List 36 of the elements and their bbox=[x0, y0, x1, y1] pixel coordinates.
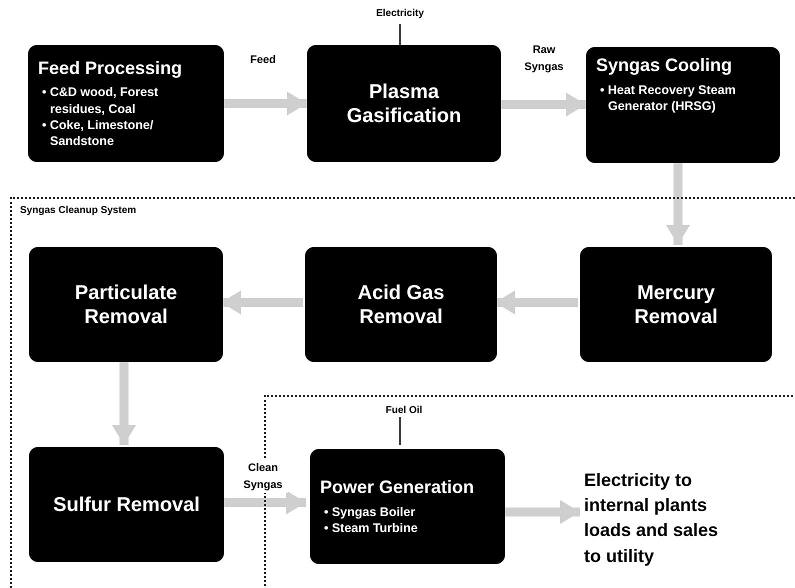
bullet-item: • C&D wood, Forest residues, Coal bbox=[41, 84, 160, 117]
flow-label: Electricity bbox=[370, 8, 430, 24]
process-box bbox=[307, 45, 501, 162]
process-box bbox=[28, 45, 224, 162]
connector-line bbox=[399, 417, 401, 445]
process-box bbox=[586, 47, 780, 163]
flow-arrow bbox=[224, 92, 307, 116]
flow-label: Electricity to internal plants loads and sales to utility bbox=[584, 468, 734, 578]
process-box bbox=[580, 247, 772, 362]
box-title: Sulfur Removal bbox=[53, 492, 200, 516]
box-title: Mercury Removal bbox=[633, 280, 719, 328]
box-title: Syngas Cooling bbox=[596, 55, 734, 77]
bullet-item: • Heat Recovery Steam Generator (HRSG) bbox=[599, 82, 737, 114]
process-box bbox=[29, 447, 224, 562]
dotted-region bbox=[10, 197, 795, 588]
region-title: Syngas Cleanup System bbox=[20, 205, 136, 216]
flow-arrow bbox=[221, 290, 303, 314]
flow-arrow bbox=[666, 163, 690, 245]
box-title: Plasma Gasification bbox=[346, 80, 462, 128]
bullet-item: • Syngas Boiler bbox=[323, 504, 416, 520]
connector-line bbox=[399, 24, 401, 45]
bullet-item: • Coke, Limestone/ Sandstone bbox=[41, 116, 154, 150]
bullet-item: • Steam Turbine bbox=[323, 520, 419, 536]
box-title: Acid Gas Removal bbox=[356, 280, 446, 328]
flow-arrow bbox=[495, 290, 578, 314]
edge-label: Raw Syngas bbox=[522, 42, 566, 75]
box-title: Feed Processing bbox=[38, 58, 184, 80]
box-title: Particulate Removal bbox=[74, 280, 178, 328]
flow-arrow bbox=[501, 92, 586, 116]
process-box bbox=[305, 247, 497, 362]
flow-arrow bbox=[112, 360, 136, 445]
process-box bbox=[310, 449, 505, 564]
flow-label: Fuel Oil bbox=[374, 405, 434, 421]
flow-arrow bbox=[222, 490, 306, 514]
process-box bbox=[29, 247, 223, 362]
box-title: Power Generation bbox=[320, 476, 476, 499]
